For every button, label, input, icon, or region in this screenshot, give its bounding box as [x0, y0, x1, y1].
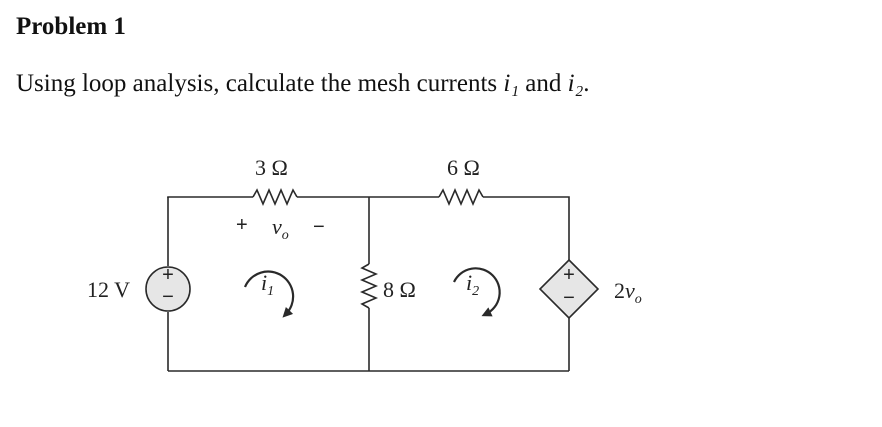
- resistor-8ohm-zigzag: [359, 263, 379, 309]
- problem-title: Problem 1: [16, 13, 126, 40]
- statement-text-after: .: [583, 70, 590, 97]
- mesh-current-1-ref: i₁: [503, 70, 520, 97]
- vo-plus-sign: +: [236, 214, 248, 236]
- dependent-source-diamond: [538, 258, 600, 320]
- voltage-source-plus: +: [162, 264, 174, 286]
- resistor-6ohm-zigzag: [438, 187, 484, 207]
- resistor-3ohm-label: 3 Ω: [255, 155, 288, 180]
- mesh-2-arrow-icon: [453, 267, 501, 317]
- mesh-current-2-ref: i₂: [567, 70, 584, 97]
- voltage-source-label: 12 V: [87, 277, 130, 302]
- dependent-source-label: 2vo: [614, 278, 642, 307]
- dependent-source-plus: +: [563, 264, 575, 286]
- mesh-2-label: i2: [466, 270, 479, 299]
- mesh-1-arrow-icon: [243, 270, 295, 318]
- resistor-3ohm-zigzag: [252, 187, 298, 207]
- voltage-source-circle: [145, 266, 191, 312]
- mesh-1-label: i1: [261, 270, 274, 299]
- mesh-1-sub: 1: [267, 284, 274, 299]
- mesh-2-var: i: [466, 270, 472, 295]
- statement-text-before: Using loop analysis, calculate the mesh …: [16, 70, 504, 97]
- dependent-source-coef: 2: [614, 278, 625, 303]
- vo-minus-sign: −: [313, 216, 325, 238]
- resistor-8ohm-label: 8 Ω: [383, 277, 416, 302]
- statement-text-mid: and: [519, 70, 568, 97]
- voltage-source-minus: −: [162, 286, 174, 308]
- dependent-source-sub: o: [635, 292, 642, 307]
- vo-label: vo: [272, 214, 289, 243]
- vo-var: v: [272, 214, 282, 239]
- problem-statement: Using loop analysis, calculate the mesh …: [16, 66, 590, 102]
- dependent-source-minus: −: [563, 287, 575, 309]
- resistor-6ohm-label: 6 Ω: [447, 155, 480, 180]
- dependent-source-var: v: [625, 278, 635, 303]
- wire-top-left: [167, 196, 253, 198]
- mesh-1-var: i: [261, 270, 267, 295]
- vo-sub: o: [282, 228, 289, 243]
- mesh-2-sub: 2: [472, 284, 479, 299]
- wire-top-right: [483, 196, 570, 260]
